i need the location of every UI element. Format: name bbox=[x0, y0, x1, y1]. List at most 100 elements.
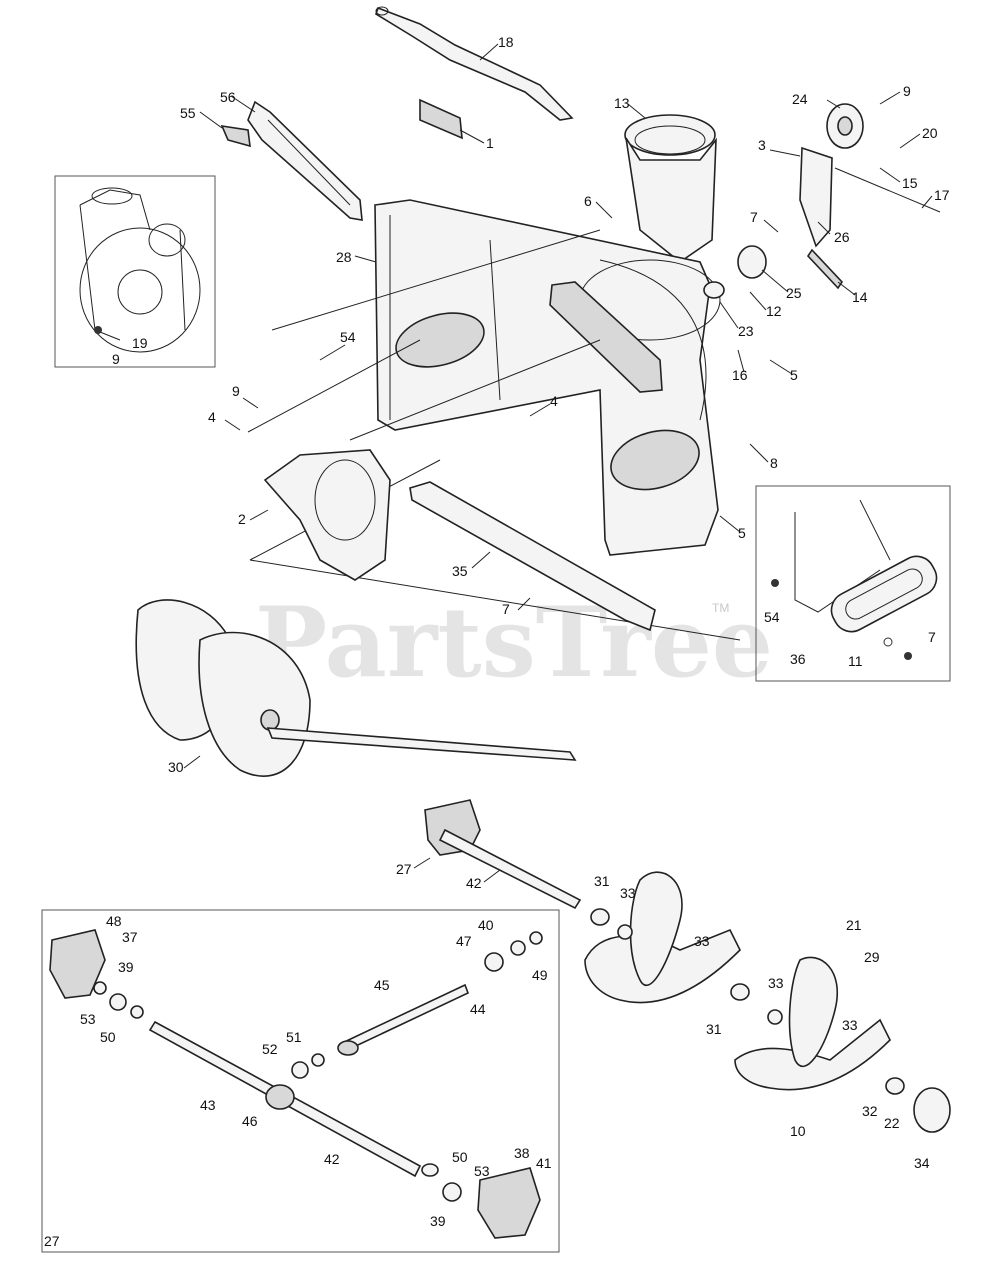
callout-55: 55 bbox=[180, 105, 196, 121]
callout-33-top: 33 bbox=[620, 885, 636, 901]
watermark-tm: TM bbox=[712, 601, 729, 615]
callout-49: 49 bbox=[532, 967, 548, 983]
callout-45: 45 bbox=[374, 977, 390, 993]
callout-53: 53 bbox=[80, 1011, 96, 1027]
callout-33-right: 33 bbox=[768, 975, 784, 991]
callout-26: 26 bbox=[834, 229, 850, 245]
callout-9-inset: 9 bbox=[112, 351, 120, 367]
callout-7-inset: 7 bbox=[928, 629, 936, 645]
bracket-26 bbox=[799, 146, 833, 248]
callout-labels: 18 1 13 24 9 3 20 15 17 56 55 6 7 26 28 … bbox=[44, 34, 950, 1249]
callout-39: 39 bbox=[118, 959, 134, 975]
callout-50: 50 bbox=[100, 1029, 116, 1045]
callout-40: 40 bbox=[478, 917, 494, 933]
callout-42: 42 bbox=[466, 875, 482, 891]
inset-belt-guard bbox=[755, 485, 951, 682]
callout-10: 10 bbox=[790, 1123, 806, 1139]
housing-28 bbox=[374, 199, 721, 556]
callout-54-inset: 54 bbox=[764, 609, 780, 625]
bearing-23 bbox=[703, 281, 725, 299]
callout-33-lower: 33 bbox=[842, 1017, 858, 1033]
bushing-31b bbox=[730, 983, 750, 1001]
callout-27: 27 bbox=[396, 861, 412, 877]
skid-shoe-56 bbox=[247, 100, 363, 221]
callout-4-right: 4 bbox=[550, 393, 558, 409]
callout-41: 41 bbox=[536, 1155, 552, 1171]
inset-gearbox-breakdown bbox=[41, 909, 560, 1253]
callout-6: 6 bbox=[584, 193, 592, 209]
callout-52: 52 bbox=[262, 1041, 278, 1057]
callout-29: 29 bbox=[864, 949, 880, 965]
callout-38: 38 bbox=[514, 1145, 530, 1161]
callout-19: 19 bbox=[132, 335, 148, 351]
callout-9-left: 9 bbox=[232, 383, 240, 399]
callout-31-lower: 31 bbox=[706, 1021, 722, 1037]
callout-39-inset: 39 bbox=[430, 1213, 446, 1229]
inset-label-27: 27 bbox=[44, 1233, 60, 1249]
auger-30 bbox=[135, 599, 311, 777]
skid-right bbox=[549, 281, 663, 393]
bearing-flange-25 bbox=[737, 245, 767, 279]
callout-35: 35 bbox=[452, 563, 468, 579]
callout-12: 12 bbox=[766, 303, 782, 319]
callout-37: 37 bbox=[122, 929, 138, 945]
leader-lines bbox=[183, 43, 933, 883]
callout-44: 44 bbox=[470, 1001, 486, 1017]
callout-9: 9 bbox=[903, 83, 911, 99]
watermark: PartsTree bbox=[255, 586, 773, 699]
auger-shaft bbox=[266, 727, 577, 761]
callout-22: 22 bbox=[884, 1115, 900, 1131]
callout-2: 2 bbox=[238, 511, 246, 527]
impeller-shaft-42 bbox=[438, 828, 582, 910]
callout-46: 46 bbox=[242, 1113, 258, 1129]
bushing-33a bbox=[617, 924, 633, 940]
cable-17 bbox=[834, 167, 941, 213]
callout-56: 56 bbox=[220, 89, 236, 105]
callout-30: 30 bbox=[168, 759, 184, 775]
bracket-1 bbox=[419, 98, 463, 140]
callout-51: 51 bbox=[286, 1029, 302, 1045]
callout-47: 47 bbox=[456, 933, 472, 949]
callout-17: 17 bbox=[934, 187, 950, 203]
callout-34: 34 bbox=[914, 1155, 930, 1171]
callout-33-mid: 33 bbox=[694, 933, 710, 949]
spring-14 bbox=[806, 248, 844, 290]
callout-4-left: 4 bbox=[208, 409, 216, 425]
support-35 bbox=[409, 481, 656, 632]
bearing-22 bbox=[885, 1077, 905, 1095]
callout-11: 11 bbox=[848, 653, 863, 669]
callout-1: 1 bbox=[486, 135, 494, 151]
callout-36: 36 bbox=[790, 651, 806, 667]
callout-43: 43 bbox=[200, 1097, 216, 1113]
callout-3: 3 bbox=[758, 137, 766, 153]
inset-bolt bbox=[94, 326, 102, 334]
callout-5-lower: 5 bbox=[738, 525, 746, 541]
callout-23: 23 bbox=[738, 323, 754, 339]
flange-34 bbox=[913, 1087, 951, 1133]
callout-20: 20 bbox=[922, 125, 938, 141]
callout-53-inset: 53 bbox=[474, 1163, 490, 1179]
callout-5: 5 bbox=[790, 367, 798, 383]
callout-54: 54 bbox=[340, 329, 356, 345]
callout-42-inset: 42 bbox=[324, 1151, 340, 1167]
inset-drive-detail bbox=[54, 175, 216, 368]
callout-16: 16 bbox=[732, 367, 748, 383]
callout-24: 24 bbox=[792, 91, 808, 107]
callout-32: 32 bbox=[862, 1103, 878, 1119]
callout-28: 28 bbox=[336, 249, 352, 265]
callout-7-mid: 7 bbox=[502, 601, 510, 617]
chute-13 bbox=[624, 114, 717, 263]
callout-31-top: 31 bbox=[594, 873, 610, 889]
auger-29 bbox=[584, 871, 891, 1091]
callout-14: 14 bbox=[852, 289, 868, 305]
callout-18: 18 bbox=[498, 34, 514, 50]
inset-gearbox-parts bbox=[49, 929, 543, 1239]
pulley-24 bbox=[826, 103, 864, 149]
callout-50-inset: 50 bbox=[452, 1149, 468, 1165]
side-plate-2 bbox=[263, 449, 391, 581]
bushing-31a bbox=[590, 908, 610, 926]
callout-15: 15 bbox=[902, 175, 918, 191]
callout-25: 25 bbox=[786, 285, 802, 301]
bushing-33b bbox=[767, 1009, 783, 1025]
